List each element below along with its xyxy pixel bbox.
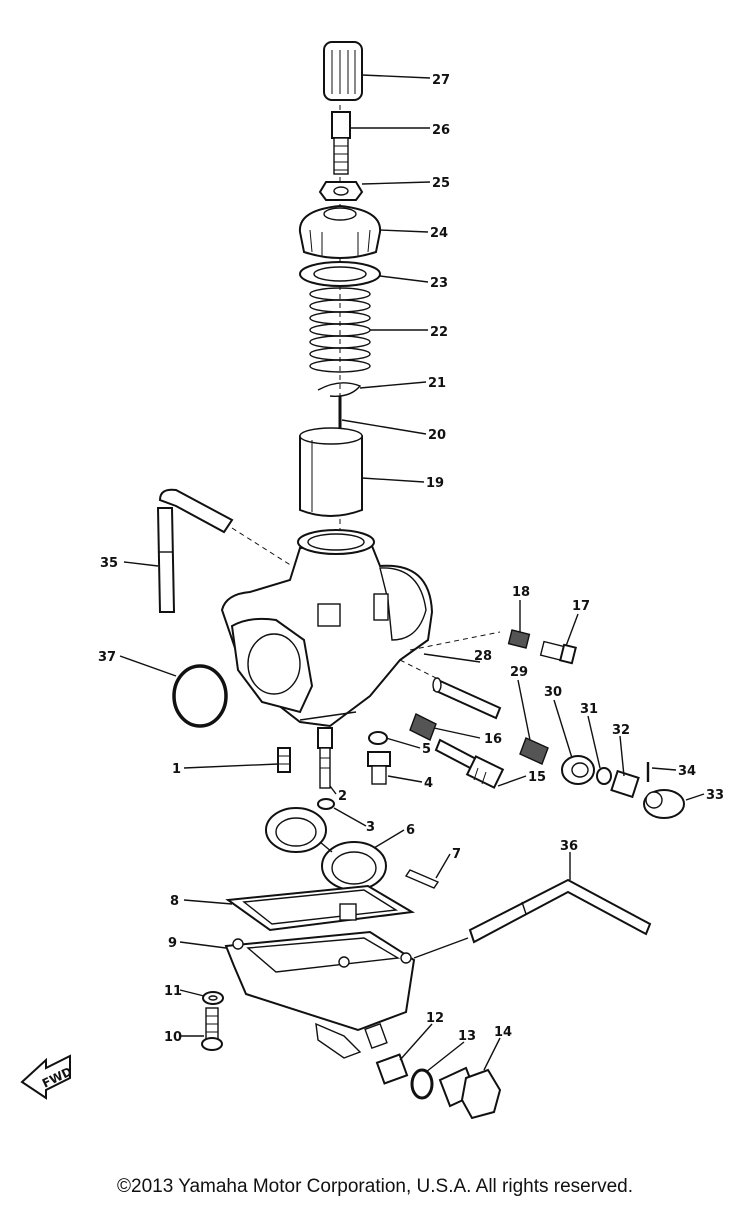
part-10-screw <box>201 1007 223 1051</box>
part-35-vent-pipe <box>156 488 234 613</box>
part-14-drain-plug <box>438 1066 502 1120</box>
callout-9: 9 <box>168 936 177 951</box>
part-6-float <box>265 807 387 891</box>
part-12-plug <box>375 1053 409 1085</box>
callout-24: 24 <box>430 226 448 241</box>
callout-27: 27 <box>432 73 450 88</box>
part-36-overflow-pipe <box>468 878 652 944</box>
callout-20: 20 <box>428 428 446 443</box>
callout-33: 33 <box>706 788 724 803</box>
part-5-washer <box>368 731 388 745</box>
callout-14: 14 <box>494 1025 512 1040</box>
callout-17: 17 <box>572 599 590 614</box>
part-9-float-chamber <box>224 930 416 1059</box>
callout-7: 7 <box>452 847 461 862</box>
part-19-throttle-valve <box>299 427 363 517</box>
callout-19: 19 <box>426 476 444 491</box>
callout-26: 26 <box>432 123 450 138</box>
part-16-spring <box>409 713 437 741</box>
part-17-screw <box>539 640 577 665</box>
callout-13: 13 <box>458 1029 476 1044</box>
callout-23: 23 <box>430 276 448 291</box>
callout-5: 5 <box>422 742 431 757</box>
callout-2: 2 <box>338 789 347 804</box>
callout-22: 22 <box>430 325 448 340</box>
callout-28: 28 <box>474 649 492 664</box>
part-18-spring <box>507 629 531 649</box>
callout-30: 30 <box>544 685 562 700</box>
callout-31: 31 <box>580 702 598 717</box>
callout-12: 12 <box>426 1011 444 1026</box>
callout-11: 11 <box>164 984 182 999</box>
callout-37: 37 <box>98 650 116 665</box>
part-1-pilot-jet <box>277 747 291 773</box>
callout-numbers: 27 26 25 24 23 22 21 20 19 35 37 18 17 2… <box>98 73 724 1045</box>
callout-4: 4 <box>424 776 433 791</box>
callout-15: 15 <box>528 770 546 785</box>
part-4-main-jet <box>367 751 391 785</box>
part-24-mixing-chamber-top <box>298 204 382 259</box>
part-7-float-pin <box>404 869 440 889</box>
part-8-float-chamber-gasket <box>225 884 416 932</box>
part-21-needle-clip <box>317 382 362 397</box>
callout-21: 21 <box>428 376 446 391</box>
part-33-rubber-cover <box>643 789 685 819</box>
part-26-cable-adjuster <box>331 111 351 175</box>
callout-29: 29 <box>510 665 528 680</box>
callout-3: 3 <box>366 820 375 835</box>
callout-1: 1 <box>172 762 181 777</box>
part-32-cap-nut <box>610 769 640 799</box>
copyright-notice: ©2013 Yamaha Motor Corporation, U.S.A. A… <box>117 1176 633 1197</box>
part-23-top-gasket <box>299 261 381 287</box>
part-11-washer <box>202 991 224 1005</box>
leader-lines <box>119 74 705 1073</box>
part-28-throttle-stop-screw <box>432 677 502 720</box>
part-15-starter-plunger <box>434 738 505 789</box>
part-29-spring <box>519 737 549 765</box>
carburetor-body <box>220 529 434 728</box>
carburetor-exploded-diagram: FWD <box>20 41 724 1120</box>
part-31-washer <box>596 767 612 785</box>
part-37-o-ring <box>172 664 228 728</box>
callout-10: 10 <box>164 1030 182 1045</box>
part-27-rubber-cap <box>323 41 363 101</box>
part-3-washer <box>317 798 335 810</box>
callout-8: 8 <box>170 894 179 909</box>
part-13-o-ring <box>410 1068 434 1100</box>
fwd-arrow-icon: FWD <box>20 1054 74 1100</box>
part-30-plunger-cap <box>561 755 595 785</box>
callout-36: 36 <box>560 839 578 854</box>
callout-32: 32 <box>612 723 630 738</box>
callout-6: 6 <box>406 823 415 838</box>
callout-25: 25 <box>432 176 450 191</box>
callout-35: 35 <box>100 556 118 571</box>
part-2-needle-jet <box>317 727 333 789</box>
callout-18: 18 <box>512 585 530 600</box>
part-25-lock-nut <box>318 181 364 201</box>
callout-34: 34 <box>678 764 696 779</box>
callout-16: 16 <box>484 732 502 747</box>
